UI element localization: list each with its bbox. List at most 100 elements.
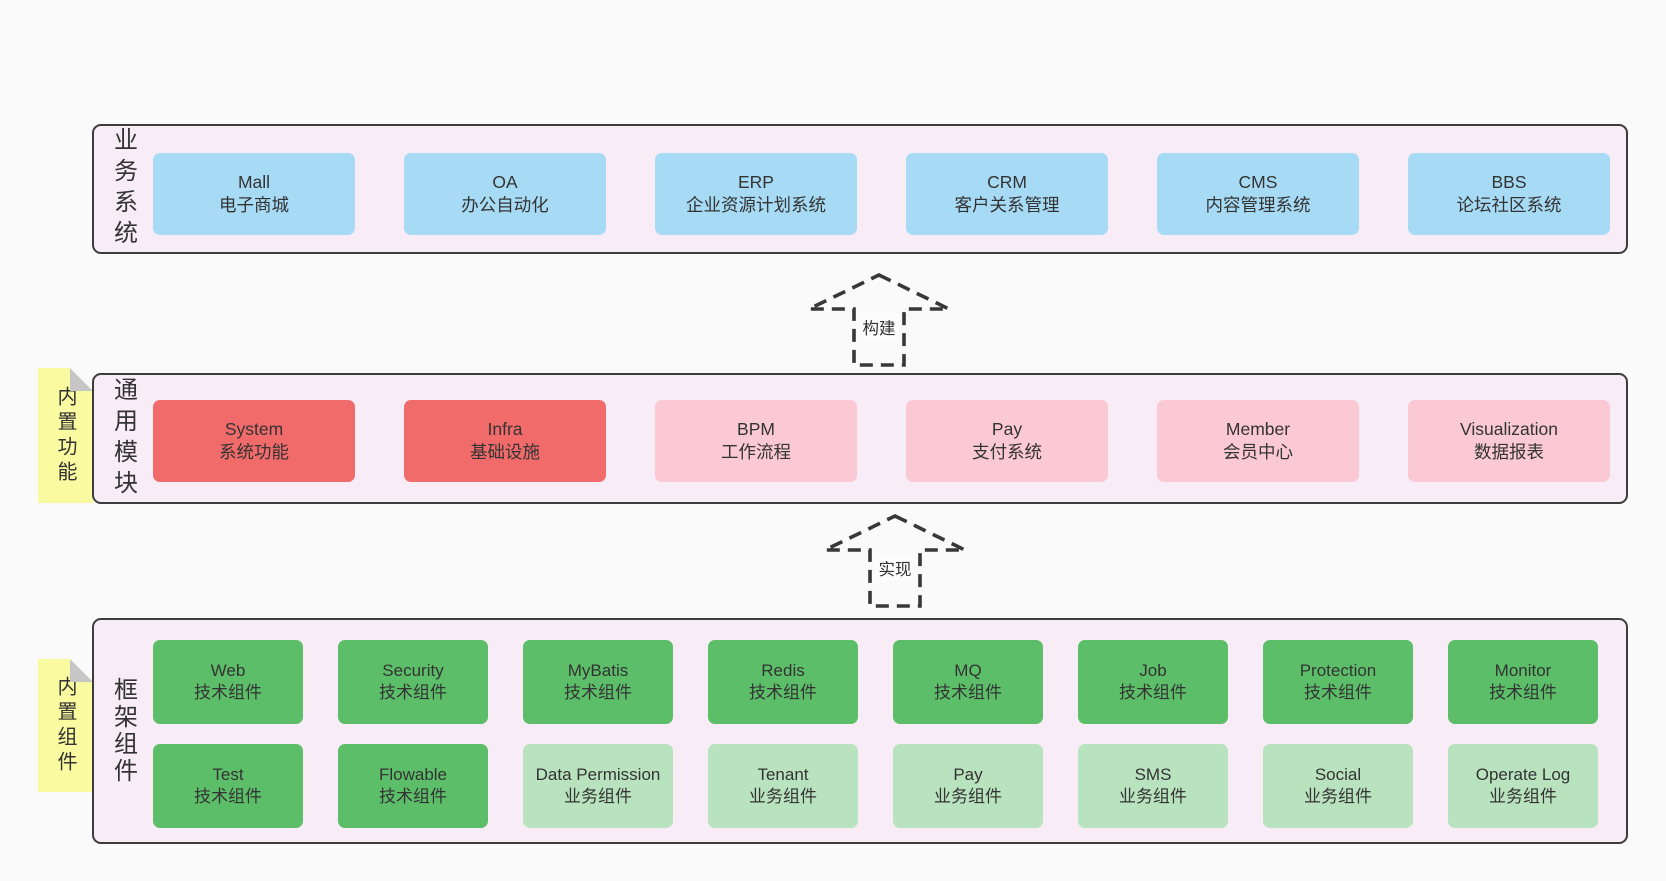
- sticky-note-builtin-functions: 内置功能: [38, 368, 93, 503]
- box-mq-title: MQ: [954, 661, 982, 680]
- common-modules-box-row: System 系统功能 Infra 基础设施 BPM 工作流程 Pay 支付系统…: [153, 400, 1610, 482]
- box-mybatis-title: MyBatis: [567, 661, 629, 680]
- box-sms: SMS 业务组件: [1078, 744, 1228, 828]
- sticky-note-builtin-functions-label: 内置功能: [54, 385, 76, 486]
- box-operate-log: Operate Log 业务组件: [1448, 744, 1598, 828]
- common-modules-label-text: 通用模块: [109, 376, 137, 501]
- box-bpm-title: BPM: [737, 419, 775, 439]
- box-protection-title: Protection: [1299, 661, 1377, 680]
- box-crm-subtitle: 客户关系管理: [954, 195, 1060, 215]
- box-tenant: Tenant 业务组件: [708, 744, 858, 828]
- box-pay-title: Pay: [991, 419, 1023, 439]
- implement-arrow: 实现: [822, 513, 968, 609]
- box-data-permission-title: Data Permission: [535, 765, 661, 784]
- box-security-subtitle: 技术组件: [379, 683, 447, 702]
- box-mall-title: Mall: [237, 172, 271, 192]
- box-redis-subtitle: 技术组件: [749, 683, 817, 702]
- box-mq: MQ 技术组件: [893, 640, 1043, 724]
- box-system: System 系统功能: [153, 400, 355, 482]
- box-bbs: BBS 论坛社区系统: [1408, 153, 1610, 235]
- box-pay-business: Pay 业务组件: [893, 744, 1043, 828]
- build-arrow: 构建: [806, 272, 952, 368]
- box-visualization: Visualization 数据报表: [1408, 400, 1610, 482]
- box-cms: CMS 内容管理系统: [1157, 153, 1359, 235]
- box-monitor: Monitor 技术组件: [1448, 640, 1598, 724]
- box-crm: CRM 客户关系管理: [906, 153, 1108, 235]
- box-bbs-subtitle: 论坛社区系统: [1456, 195, 1562, 215]
- box-bpm: BPM 工作流程: [655, 400, 857, 482]
- box-monitor-title: Monitor: [1494, 661, 1552, 680]
- box-monitor-subtitle: 技术组件: [1489, 683, 1557, 702]
- box-social-subtitle: 业务组件: [1304, 787, 1372, 806]
- sticky-note-builtin-components: 内置组件: [38, 659, 93, 792]
- box-visualization-title: Visualization: [1460, 419, 1558, 439]
- business-systems-box-row: Mall 电子商城 OA 办公自动化 ERP 企业资源计划系统 CRM 客户关系…: [153, 153, 1610, 235]
- box-security: Security 技术组件: [338, 640, 488, 724]
- box-test: Test 技术组件: [153, 744, 303, 828]
- box-protection-subtitle: 技术组件: [1304, 683, 1372, 702]
- box-bpm-subtitle: 工作流程: [721, 442, 791, 462]
- box-sms-subtitle: 业务组件: [1119, 787, 1187, 806]
- box-system-title: System: [224, 419, 284, 439]
- framework-components-row-2: Test 技术组件 Flowable 技术组件 Data Permission …: [153, 744, 1598, 828]
- box-mybatis: MyBatis 技术组件: [523, 640, 673, 724]
- box-member: Member 会员中心: [1157, 400, 1359, 482]
- box-mybatis-subtitle: 技术组件: [564, 683, 632, 702]
- box-web-subtitle: 技术组件: [194, 683, 262, 702]
- box-pay-business-title: Pay: [953, 765, 983, 784]
- box-cms-title: CMS: [1238, 172, 1278, 192]
- box-mq-subtitle: 技术组件: [934, 683, 1002, 702]
- box-pay: Pay 支付系统: [906, 400, 1108, 482]
- box-flowable: Flowable 技术组件: [338, 744, 488, 828]
- box-mall: Mall 电子商城: [153, 153, 355, 235]
- box-mall-subtitle: 电子商城: [219, 195, 289, 215]
- business-systems-label-text: 业务系统: [109, 127, 137, 251]
- box-social-title: Social: [1314, 765, 1362, 784]
- box-oa-subtitle: 办公自动化: [461, 195, 549, 215]
- box-job: Job 技术组件: [1078, 640, 1228, 724]
- box-oa: OA 办公自动化: [404, 153, 606, 235]
- box-web: Web 技术组件: [153, 640, 303, 724]
- business-systems-panel: 业务系统 Mall 电子商城 OA 办公自动化 ERP 企业资源计划系统 CRM…: [92, 124, 1628, 254]
- box-member-title: Member: [1225, 419, 1291, 439]
- box-oa-title: OA: [492, 172, 518, 192]
- common-modules-vertical-label: 通用模块: [102, 375, 144, 502]
- common-modules-panel: 通用模块 System 系统功能 Infra 基础设施 BPM 工作流程 Pay…: [92, 373, 1628, 504]
- business-systems-vertical-label: 业务系统: [102, 126, 144, 252]
- box-web-title: Web: [210, 661, 246, 680]
- box-redis: Redis 技术组件: [708, 640, 858, 724]
- box-data-permission: Data Permission 业务组件: [523, 744, 673, 828]
- box-job-title: Job: [1139, 661, 1167, 680]
- box-test-subtitle: 技术组件: [194, 787, 262, 806]
- box-pay-subtitle: 支付系统: [972, 442, 1042, 462]
- build-arrow-label: 构建: [857, 314, 901, 340]
- framework-components-row-1: Web 技术组件 Security 技术组件 MyBatis 技术组件 Redi…: [153, 640, 1598, 724]
- box-operate-log-title: Operate Log: [1475, 765, 1571, 784]
- box-flowable-title: Flowable: [378, 765, 448, 784]
- box-sms-title: SMS: [1134, 765, 1172, 784]
- implement-arrow-label: 实现: [873, 555, 917, 581]
- box-operate-log-subtitle: 业务组件: [1489, 787, 1557, 806]
- box-infra-subtitle: 基础设施: [470, 442, 540, 462]
- framework-components-vertical-label: 框架组件: [102, 620, 144, 842]
- box-test-title: Test: [212, 765, 244, 784]
- box-visualization-subtitle: 数据报表: [1474, 442, 1544, 462]
- box-bbs-title: BBS: [1491, 172, 1527, 192]
- box-erp-subtitle: 企业资源计划系统: [686, 195, 826, 215]
- box-infra-title: Infra: [487, 419, 523, 439]
- box-security-title: Security: [382, 661, 444, 680]
- box-system-subtitle: 系统功能: [219, 442, 289, 462]
- framework-components-label-text: 框架组件: [109, 677, 137, 785]
- box-data-permission-subtitle: 业务组件: [564, 787, 632, 806]
- arrow-up-icon: [824, 513, 966, 608]
- box-tenant-subtitle: 业务组件: [749, 787, 817, 806]
- box-infra: Infra 基础设施: [404, 400, 606, 482]
- box-erp: ERP 企业资源计划系统: [655, 153, 857, 235]
- framework-components-panel: 框架组件 Web 技术组件 Security 技术组件 MyBatis 技术组件…: [92, 618, 1628, 844]
- sticky-note-builtin-components-label: 内置组件: [54, 675, 76, 776]
- arrow-up-icon: [808, 272, 950, 367]
- box-flowable-subtitle: 技术组件: [379, 787, 447, 806]
- box-erp-title: ERP: [738, 172, 774, 192]
- box-social: Social 业务组件: [1263, 744, 1413, 828]
